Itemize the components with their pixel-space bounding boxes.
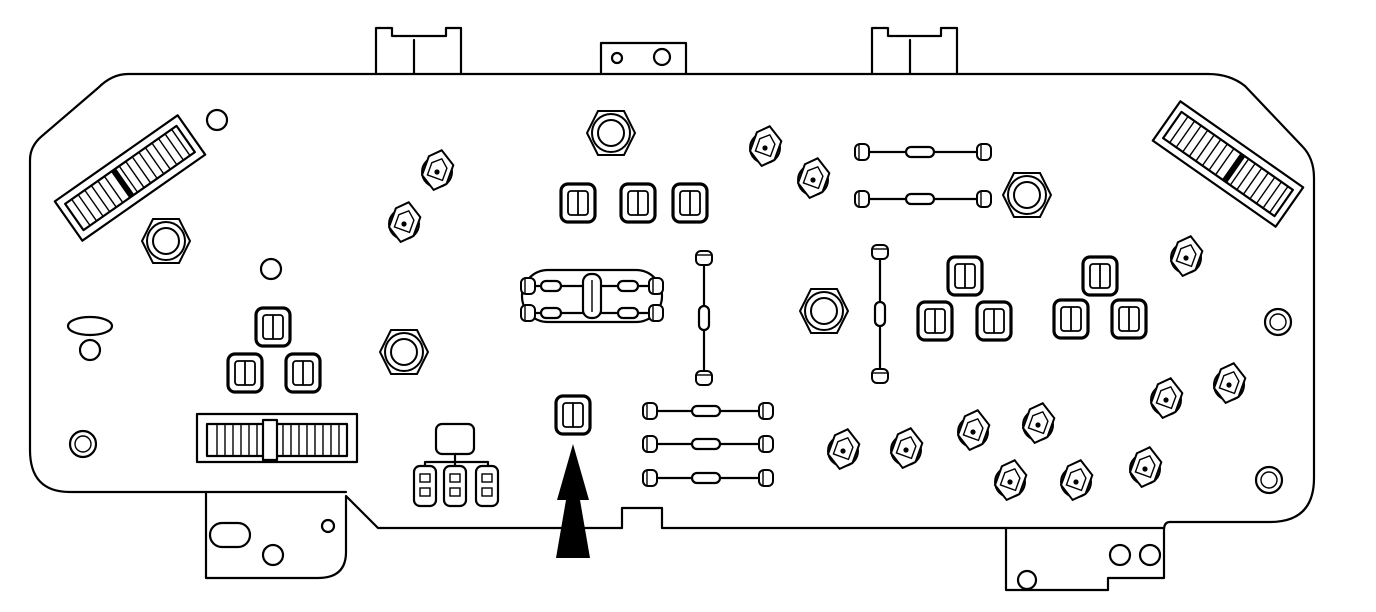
highlighted-bulb-socket [554,394,592,436]
bracket-right [1016,543,1162,591]
resistor-bottom-3 [642,469,774,487]
gauge-socket-left-lower [379,329,429,375]
resistor-bottom-1 [642,402,774,420]
resistor-vertical-1 [695,250,713,386]
mounting-holes [66,108,1293,495]
gauge-socket-center [799,288,849,334]
bracket-left [208,518,336,567]
diode-cluster [520,268,664,324]
gauge-socket-top-center [586,110,636,156]
relay-module [412,422,500,508]
resistor-top-2 [854,190,992,208]
gauge-socket-left-upper [141,218,191,264]
edge-connector-top-left [53,114,207,242]
top-connector-tab-right [870,26,959,77]
arrow-up-icon [556,444,590,558]
edge-connector-bottom-left [195,412,359,464]
top-connector-tab-center [599,41,688,75]
resistor-bottom-2 [642,435,774,453]
gauge-socket-right [1002,172,1052,218]
resistor-vertical-2 [871,244,889,384]
top-connector-tab-left [374,26,463,77]
edge-connector-top-right [1151,100,1305,228]
resistor-top-1 [854,143,992,161]
